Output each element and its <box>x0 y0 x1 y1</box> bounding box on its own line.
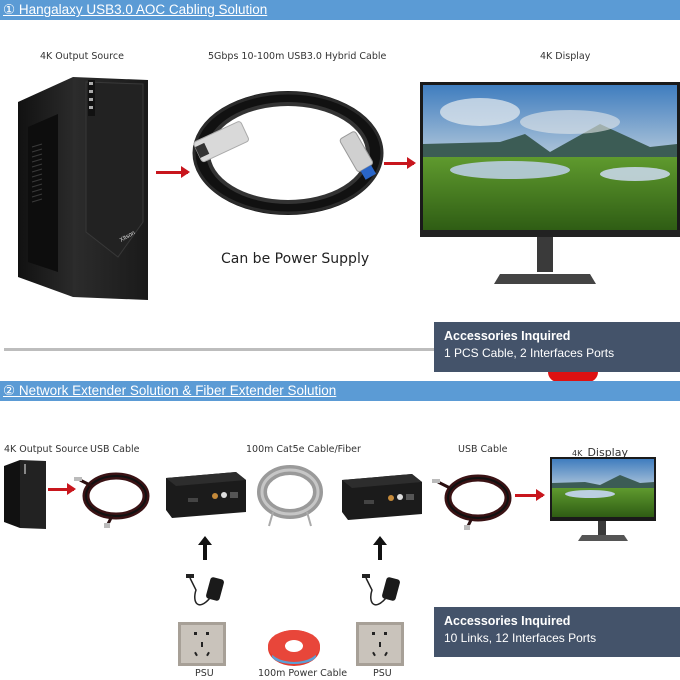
display-word: Display <box>587 446 628 459</box>
cat5e-cable-image <box>257 465 323 527</box>
power-cable-label: 100m Power Cable <box>258 668 348 679</box>
section2-banner: ② Network Extender Solution & Fiber Exte… <box>0 381 680 401</box>
section1-banner: ① Hangalaxy USB3.0 AOC Cabling Solution <box>0 0 680 20</box>
psu-right-label: PSU <box>373 668 392 679</box>
section2-source-label: 4K Output Source <box>4 444 88 455</box>
section2-title[interactable]: ② Network Extender Solution & Fiber Exte… <box>3 383 337 398</box>
section1-display-label: 4K Display <box>540 51 591 62</box>
section2-display-label: 4K Display <box>572 441 628 460</box>
power-adapter-left-image <box>186 574 224 606</box>
monitor-small-image <box>550 457 656 541</box>
section1-cable-label: 5Gbps 10-100m USB3.0 Hybrid Cable <box>208 51 387 62</box>
usb-cable-left-label: USB Cable <box>90 444 140 455</box>
pc-tower-small-image <box>4 460 46 529</box>
psu-left-label: PSU <box>195 668 214 679</box>
wall-socket-left-image <box>178 622 226 666</box>
middle-cable-label: 100m Cat5e Cable/Fiber <box>246 444 361 455</box>
usb-cable-left-image <box>74 472 150 528</box>
accessories-title: Accessories Inquired <box>444 329 571 343</box>
arrow-right-icon <box>48 483 76 495</box>
section1-source-label: 4K Output Source <box>40 51 124 62</box>
power-adapter-right-image <box>362 574 400 606</box>
extender-right-image <box>342 474 422 520</box>
section1-accessories-box: Accessories Inquired 1 PCS Cable, 2 Inte… <box>434 322 680 372</box>
cable-caption: Can be Power Supply <box>221 251 370 267</box>
arrow-up-icon <box>373 536 387 560</box>
arrow-up-icon <box>198 536 212 560</box>
extender-left-image <box>166 472 246 518</box>
usb-cable-right-label: USB Cable <box>458 444 508 455</box>
usb-cable-right-image <box>432 474 512 530</box>
power-cable-reel-image <box>268 630 320 666</box>
section-divider <box>4 348 444 351</box>
pc-tower-image: Xltson <box>18 77 148 300</box>
red-decoration <box>548 372 598 382</box>
section1-title[interactable]: ① Hangalaxy USB3.0 AOC Cabling Solution <box>3 2 268 17</box>
accessories-detail: 10 Links, 12 Interfaces Ports <box>444 631 597 645</box>
wall-socket-right-image <box>356 622 404 666</box>
section2-accessories-box: Accessories Inquired 10 Links, 12 Interf… <box>434 607 680 657</box>
accessories-title: Accessories Inquired <box>444 614 571 628</box>
monitor-image <box>420 82 680 284</box>
display-prefix: 4K <box>572 449 583 458</box>
aoc-cable-image <box>192 91 384 215</box>
arrow-right-icon <box>156 166 190 178</box>
arrow-right-icon <box>384 157 416 169</box>
accessories-detail: 1 PCS Cable, 2 Interfaces Ports <box>444 346 615 360</box>
arrow-right-icon <box>515 489 545 501</box>
